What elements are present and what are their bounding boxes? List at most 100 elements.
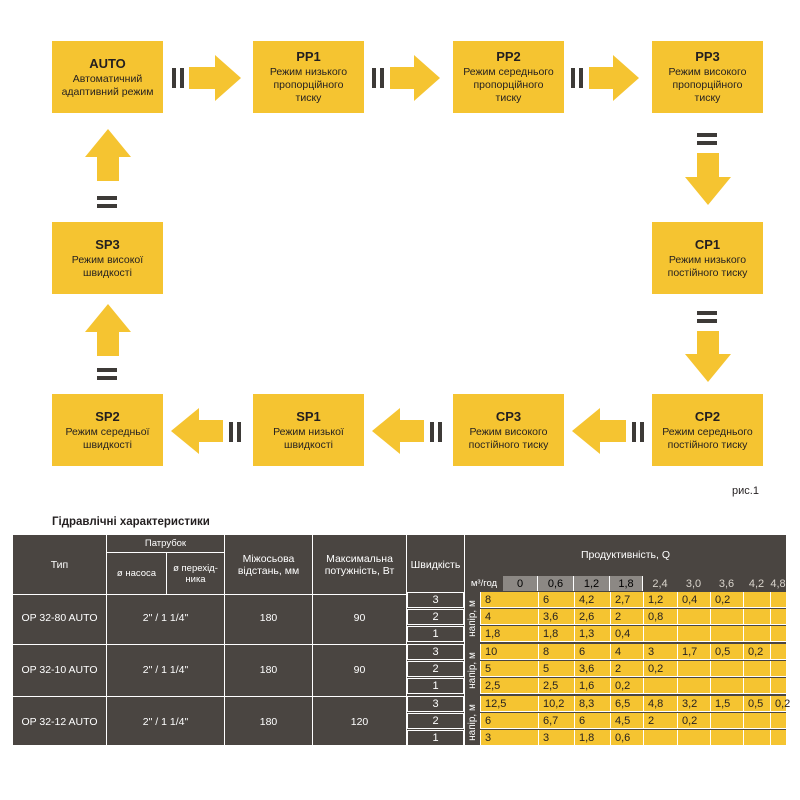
grid-line xyxy=(224,535,225,745)
head-value: 6 xyxy=(574,713,610,729)
mode-code: PP1 xyxy=(296,49,321,64)
mode-desc: Режим високої швидкості xyxy=(72,254,143,280)
mode-desc-line: Режим середнього xyxy=(662,425,753,438)
header-center-distance: Міжосьова відстань, мм xyxy=(225,535,312,594)
head-value xyxy=(743,609,770,625)
head-value: 2 xyxy=(610,609,643,625)
speed-level: 1 xyxy=(407,626,464,642)
connector-auto-pp1 xyxy=(163,41,253,113)
flow-value-header: 1,2 xyxy=(574,576,610,591)
head-value: 2 xyxy=(643,713,677,729)
mode-desc-line: швидкості xyxy=(83,266,132,279)
mode-code: AUTO xyxy=(89,55,126,71)
head-value xyxy=(643,626,677,642)
head-value xyxy=(743,713,770,729)
header-unit: м³/год xyxy=(465,576,503,591)
head-value xyxy=(643,730,677,746)
separator-icon xyxy=(97,204,117,208)
separator-icon xyxy=(180,68,184,88)
header-port-adapter: ø перехід- ника xyxy=(167,553,224,594)
connector-cp2-cp3 xyxy=(564,394,652,466)
center-distance-value: 180 xyxy=(259,664,278,676)
head-value: 3 xyxy=(643,644,677,660)
header-power-label: потужність, Вт xyxy=(324,564,395,577)
speed-level: 2 xyxy=(407,713,464,729)
head-axis-label: напір, м xyxy=(465,592,480,644)
mode-code: PP3 xyxy=(695,49,720,64)
max-power-value: 120 xyxy=(350,716,369,728)
mode-box-sp1: SP1 Режим низької швидкості xyxy=(253,394,364,466)
head-value: 0,2 xyxy=(743,644,770,660)
mode-desc: Режим високого постійного тиску xyxy=(469,426,549,452)
max-power-value: 90 xyxy=(353,664,366,676)
head-value: 0,2 xyxy=(770,696,790,712)
head-value: 10,2 xyxy=(538,696,574,712)
mode-desc: Режим низького пропорційного тиску xyxy=(270,66,347,105)
flow-value-header: 4,2 xyxy=(743,576,770,591)
grid-line xyxy=(13,594,465,595)
separator-icon xyxy=(579,68,583,88)
separator-icon xyxy=(97,196,117,200)
arrow-up-icon xyxy=(85,304,131,356)
head-value: 2,7 xyxy=(610,592,643,608)
head-value: 12,5 xyxy=(480,696,538,712)
speed-level: 2 xyxy=(407,609,464,625)
head-value: 6 xyxy=(480,713,538,729)
header-max-power: Максимальна потужність, Вт xyxy=(313,535,406,594)
head-value xyxy=(743,661,770,677)
mode-desc-line: тиску xyxy=(295,92,322,104)
mode-desc-line: постійного тиску xyxy=(468,438,549,451)
separator-icon xyxy=(640,422,644,442)
mode-code: SP1 xyxy=(296,408,321,424)
head-value: 6 xyxy=(538,592,574,608)
speed-level: 1 xyxy=(407,730,464,746)
head-value: 6,5 xyxy=(610,696,643,712)
mode-box-sp2: SP2 Режим середньої швидкості xyxy=(52,394,163,466)
head-value: 4 xyxy=(480,609,538,625)
arrow-left-icon xyxy=(171,408,223,454)
connector-pp2-pp3 xyxy=(564,41,652,113)
head-value xyxy=(710,713,743,729)
head-value xyxy=(770,626,786,642)
head-value xyxy=(743,626,770,642)
mode-desc-line: пропорційного xyxy=(672,79,743,91)
separator-icon xyxy=(697,141,717,145)
head-value: 1,3 xyxy=(574,626,610,642)
header-type: Тип xyxy=(13,535,106,594)
mode-code: SP3 xyxy=(95,236,120,252)
head-value: 1,2 xyxy=(643,592,677,608)
head-axis-label: напір, м xyxy=(465,644,480,696)
header-speed: Швидкість xyxy=(407,535,464,594)
grid-line xyxy=(166,553,167,594)
head-value: 5 xyxy=(538,661,574,677)
center-distance-value: 180 xyxy=(259,716,278,728)
head-axis-label-text: напір, м xyxy=(467,651,478,689)
header-port-pump-label: ø насоса xyxy=(116,568,157,579)
mode-desc-line: Режим високої xyxy=(71,253,144,266)
model-name: OP 32-12 AUTO xyxy=(21,716,98,728)
head-value: 0,8 xyxy=(643,609,677,625)
flow-value-header: 1,8 xyxy=(610,576,643,591)
separator-icon xyxy=(372,68,376,88)
head-value: 8,3 xyxy=(574,696,610,712)
head-value xyxy=(770,713,786,729)
head-value xyxy=(677,730,710,746)
arrow-right-icon xyxy=(189,55,241,101)
head-value xyxy=(770,678,786,694)
mode-desc-line: швидкості xyxy=(83,438,132,451)
model-name: OP 32-10 AUTO xyxy=(21,664,98,676)
header-capacity-label: Продуктивність, Q xyxy=(581,549,670,561)
arrow-down-icon xyxy=(685,153,731,205)
connector-pp3-cp1 xyxy=(652,113,763,222)
head-value xyxy=(743,592,770,608)
head-value xyxy=(770,730,786,746)
head-axis-label: напір, м xyxy=(465,696,480,748)
mode-desc-line: Режим низької xyxy=(273,425,344,438)
port-size: 2" / 1 1/4" xyxy=(142,612,189,624)
mode-desc: Автоматичний адаптивний режим xyxy=(62,73,154,99)
mode-desc-line: постійного тиску xyxy=(667,266,748,279)
mode-box-pp3: PP3 Режим високого пропорційного тиску xyxy=(652,41,763,113)
separator-icon xyxy=(97,376,117,380)
head-value: 3,6 xyxy=(574,661,610,677)
mode-desc-line: Режим високого xyxy=(469,425,548,438)
